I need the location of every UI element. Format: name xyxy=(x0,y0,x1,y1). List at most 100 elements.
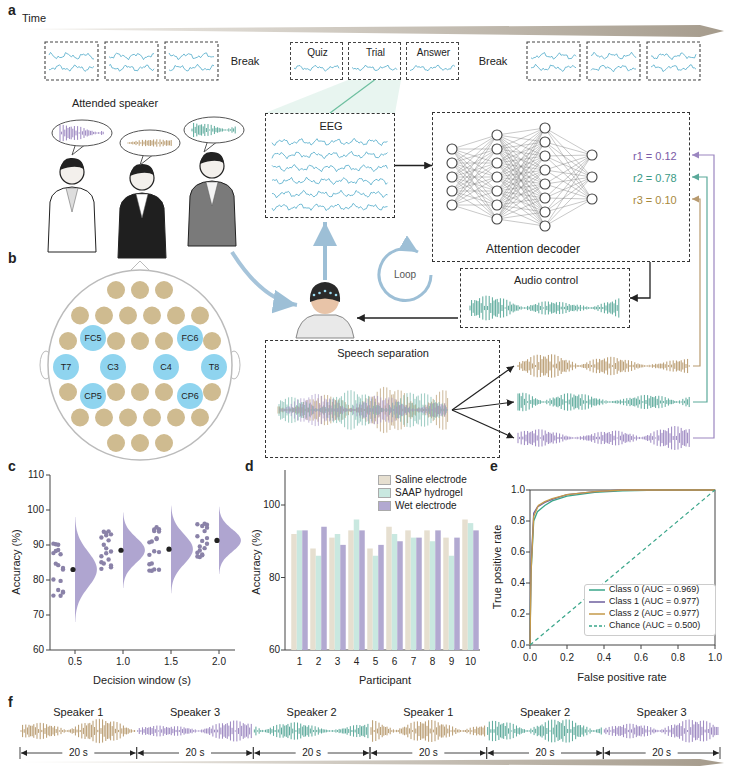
data-dot xyxy=(147,553,151,557)
waveform-stroke xyxy=(673,360,674,371)
waveform-stroke xyxy=(519,307,520,309)
tick xyxy=(526,490,530,491)
waveform-stroke xyxy=(532,396,533,407)
cap-electrode xyxy=(329,292,332,295)
waveform-stroke xyxy=(84,128,85,138)
waveform-stroke xyxy=(415,399,416,421)
waveform-stroke xyxy=(522,307,523,308)
waveform-stroke xyxy=(268,729,269,733)
waveform-stroke xyxy=(166,727,167,735)
waveform-stroke xyxy=(408,408,409,412)
waveform-stroke xyxy=(686,364,687,368)
accuracy-bar xyxy=(359,530,365,650)
waveform-stroke xyxy=(615,726,616,736)
accuracy-bar xyxy=(411,538,417,650)
eeg-cap xyxy=(310,282,340,302)
waveform-stroke xyxy=(369,405,370,415)
network-link xyxy=(545,156,592,199)
tick xyxy=(526,552,530,553)
waveform-stroke xyxy=(511,305,512,312)
axis-title: Accuracy (%) xyxy=(10,529,23,594)
waveform-stroke xyxy=(292,407,293,413)
waveform-stroke xyxy=(147,728,148,734)
waveform-stroke xyxy=(593,307,594,309)
legend-item: Chance (AUC = 0.500) xyxy=(589,621,700,631)
waveform-stroke xyxy=(423,724,424,739)
node-label: Attention decoder xyxy=(486,243,580,257)
waveform-stroke xyxy=(388,397,389,422)
waveform-stroke xyxy=(578,395,579,410)
waveform-stroke xyxy=(606,433,607,442)
waveform-stroke xyxy=(570,393,571,410)
waveform-stroke xyxy=(216,724,217,738)
waveform-stroke xyxy=(392,398,393,422)
label-text: 0.0 xyxy=(511,639,525,651)
waveform-stroke xyxy=(61,728,62,734)
waveform-stroke xyxy=(540,437,541,438)
waveform-stroke xyxy=(708,729,709,733)
waveform-stroke xyxy=(634,362,635,370)
waveform-stroke xyxy=(300,724,301,739)
electrode-site xyxy=(167,307,185,325)
waveform-stroke xyxy=(532,305,533,310)
waveform-stroke xyxy=(72,728,73,733)
waveform-stroke xyxy=(562,720,563,741)
waveform-stroke xyxy=(109,723,110,738)
waveform-stroke xyxy=(682,721,683,741)
waveform-stroke xyxy=(408,408,409,413)
waveform-stroke xyxy=(625,728,626,734)
waveform-stroke xyxy=(551,434,552,443)
waveform-stroke xyxy=(610,434,611,442)
waveform-stroke xyxy=(424,393,425,426)
waveform-stroke xyxy=(276,725,277,737)
legend-item: SAAP hydrogel xyxy=(378,487,463,498)
waveform-stroke xyxy=(644,395,645,409)
waveform-stroke xyxy=(537,355,538,378)
data-dot xyxy=(200,524,204,528)
waveform-stroke xyxy=(604,303,605,313)
waveform-stroke xyxy=(562,399,563,404)
waveform-stroke xyxy=(650,365,651,366)
panel-letter: a xyxy=(8,2,16,18)
node-label: T7 xyxy=(61,362,72,372)
waveform-stroke xyxy=(575,306,576,310)
waveform-stroke xyxy=(599,359,600,373)
waveform-stroke xyxy=(481,727,482,736)
waveform-stroke xyxy=(73,729,74,733)
waveform-stroke xyxy=(602,399,603,404)
waveform-stroke xyxy=(429,406,430,414)
waveform-stroke xyxy=(222,723,223,738)
waveform-stroke xyxy=(358,407,359,412)
connector xyxy=(395,165,432,166)
waveform-stroke xyxy=(227,723,228,739)
tick xyxy=(678,645,679,649)
waveform-stroke xyxy=(637,726,638,735)
waveform-stroke xyxy=(550,304,551,311)
waveform-stroke xyxy=(380,398,381,423)
label-text: 70 xyxy=(33,609,44,621)
waveform-stroke xyxy=(594,398,595,406)
waveform-stroke xyxy=(105,721,106,741)
waveform-stroke xyxy=(583,400,584,403)
waveform-stroke xyxy=(330,397,331,424)
node-label: Loop xyxy=(394,269,416,281)
waveform-stroke xyxy=(300,398,301,421)
waveform-stroke xyxy=(209,129,210,130)
waveform-stroke xyxy=(128,728,129,734)
waveform-stroke xyxy=(69,127,70,139)
trial-phase-box: Answer xyxy=(406,42,459,80)
waveform-stroke xyxy=(439,402,440,418)
waveform-stroke xyxy=(403,727,404,734)
waveform-stroke xyxy=(545,430,546,445)
waveform-stroke xyxy=(380,727,381,735)
waveform-stroke xyxy=(399,402,400,418)
network-link xyxy=(452,205,497,206)
waveform-stroke xyxy=(586,435,587,440)
waveform-stroke xyxy=(658,396,659,408)
waveform-stroke xyxy=(168,728,169,735)
feedback-line xyxy=(692,155,714,438)
electrode-site xyxy=(107,281,125,299)
waveform-stroke xyxy=(147,141,148,146)
waveform-stroke xyxy=(91,725,92,737)
waveform-stroke xyxy=(468,730,469,732)
